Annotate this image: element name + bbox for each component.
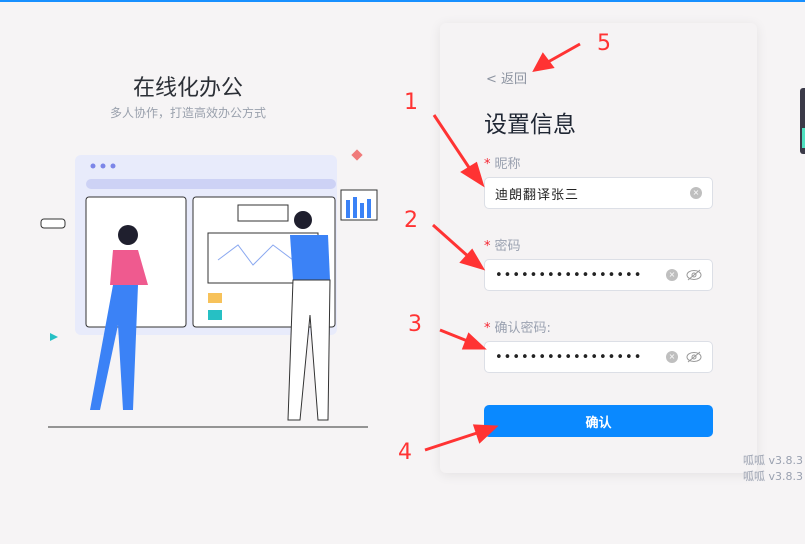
input-value: 迪朗翻译张三 (495, 187, 580, 203)
input-value: ••••••••••••••••• (495, 267, 643, 283)
required-mark: * (484, 157, 491, 172)
label-text: 密码 (494, 239, 521, 254)
eye-off-icon[interactable] (686, 269, 702, 281)
clear-icon[interactable]: × (666, 269, 678, 281)
eye-off-icon[interactable] (686, 351, 702, 363)
chevron-left-icon: < (486, 72, 497, 87)
hero-subtitle: 多人协作，打造高效办公方式 (109, 106, 266, 120)
clear-icon[interactable]: × (666, 351, 678, 363)
annotation-4: 4 (398, 440, 412, 465)
version-label: 呱呱 v3.8.3 (743, 470, 803, 483)
top-progress-line (0, 0, 805, 2)
input-value: ••••••••••••••••• (495, 349, 643, 365)
back-label: 返回 (501, 72, 528, 87)
page-title: 设置信息 (484, 112, 576, 138)
required-mark: * (484, 321, 491, 336)
label-text: 昵称 (494, 157, 521, 172)
password-input[interactable]: ••••••••••••••••• × (484, 259, 713, 291)
settings-card: < 返回 设置信息 *昵称 迪朗翻译张三 × *密码 •••••••••••••… (440, 23, 757, 473)
side-panel-tab[interactable] (800, 88, 805, 154)
version-label: 呱呱 v3.8.3 (743, 454, 803, 467)
confirm-button[interactable]: 确认 (484, 405, 713, 437)
annotation-5: 5 (597, 31, 611, 56)
annotation-2: 2 (404, 208, 418, 233)
nickname-input[interactable]: 迪朗翻译张三 × (484, 177, 713, 209)
confirm-password-label: *确认密码: (484, 317, 551, 336)
annotation-1: 1 (404, 90, 418, 115)
office-illustration (40, 149, 378, 428)
annotation-3: 3 (408, 312, 422, 337)
back-link[interactable]: < 返回 (486, 68, 527, 87)
hero-title: 在线化办公 (132, 76, 243, 101)
confirm-password-input[interactable]: ••••••••••••••••• × (484, 341, 713, 373)
password-label: *密码 (484, 235, 521, 254)
nickname-label: *昵称 (484, 153, 521, 172)
clear-icon[interactable]: × (690, 187, 702, 199)
required-mark: * (484, 239, 491, 254)
label-text: 确认密码: (494, 321, 551, 336)
